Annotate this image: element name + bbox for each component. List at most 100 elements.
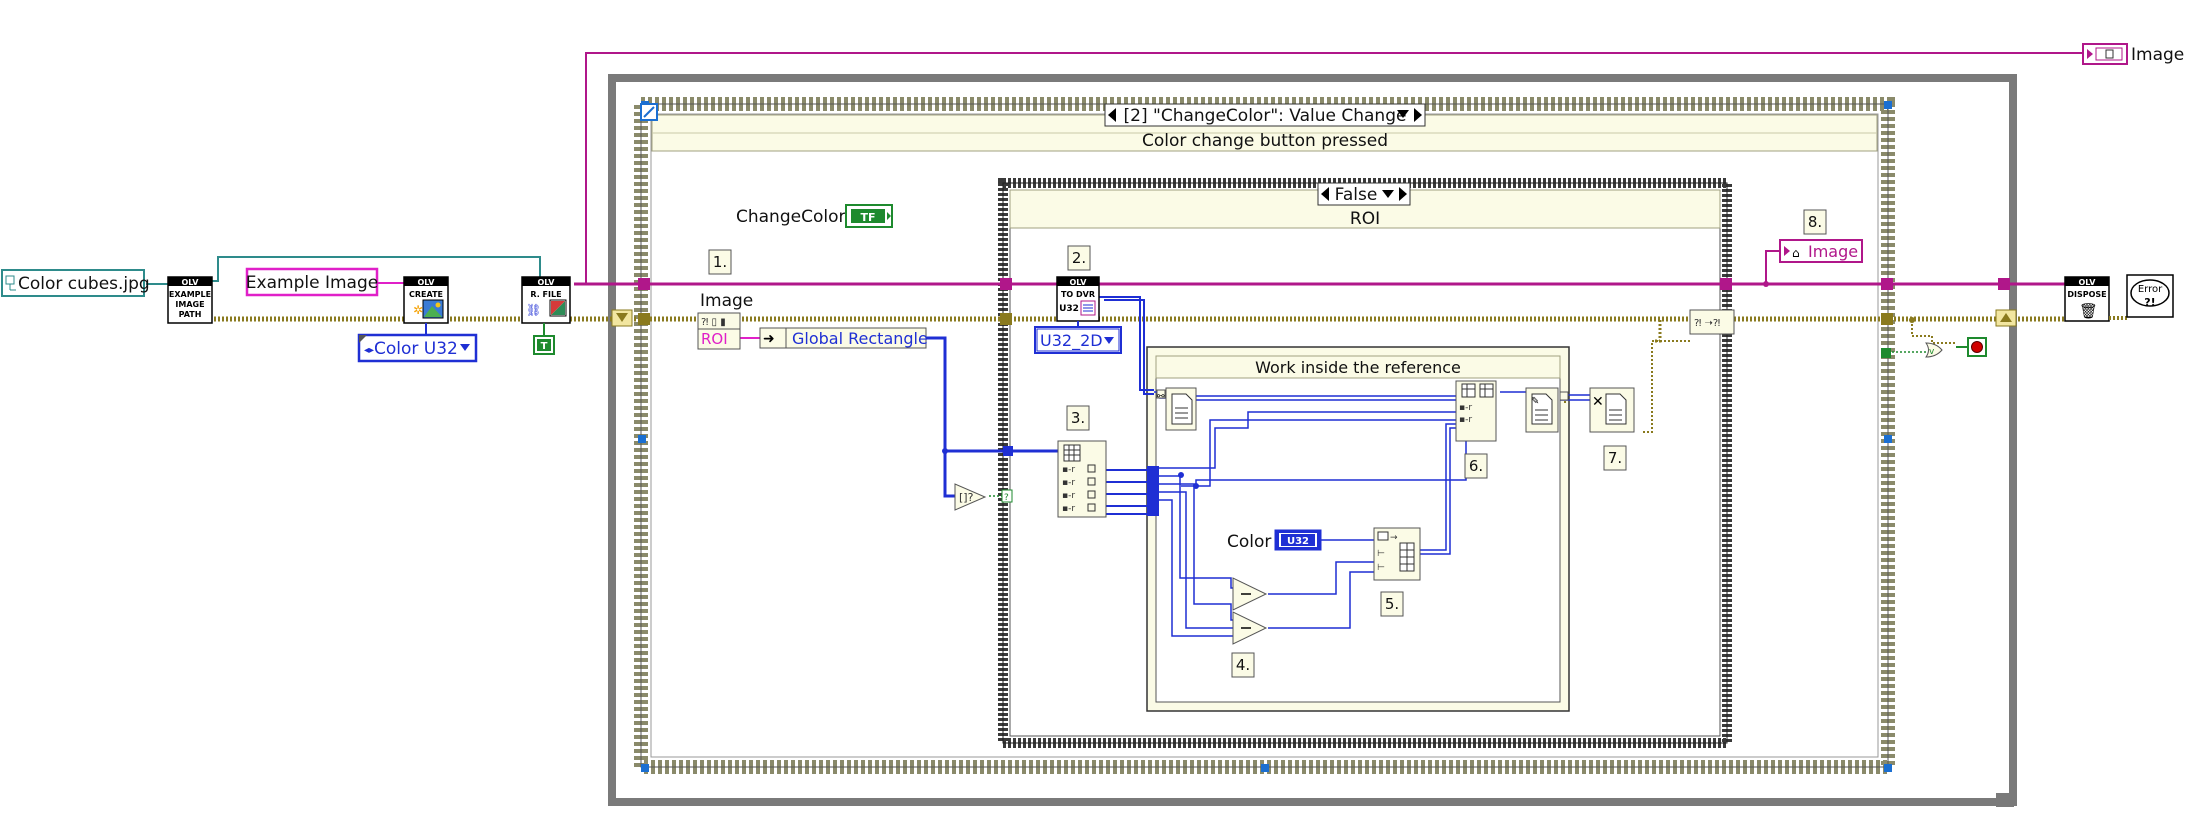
merge-errors-node[interactable]: ⁈ ➝⁈: [1689, 309, 1735, 335]
unbundle-rows: [1087, 464, 1096, 512]
event-next-arrow[interactable]: [1414, 108, 1422, 122]
color-terminal[interactable]: Color U32: [1227, 529, 1322, 552]
example-image-path-vi[interactable]: OLV EXAMPLE IMAGE PATH: [167, 276, 213, 324]
svg-text:⛓: ⛓: [526, 303, 541, 317]
dispose-vi[interactable]: OLV DISPOSE 🗑: [2064, 276, 2110, 322]
image-property-node[interactable]: Image ⁈ ▯ ▮ ROI: [697, 291, 753, 350]
svg-text:OLV: OLV: [538, 278, 556, 287]
in-place-element-structure[interactable]: Work inside the reference: [1146, 346, 1570, 712]
svg-text:U32: U32: [1059, 304, 1079, 314]
type-dropdown-icon: [1104, 337, 1114, 344]
event-timeout-icon[interactable]: [640, 103, 658, 121]
event-prev-arrow[interactable]: [1108, 108, 1116, 122]
error-handler-icon: ?!: [2144, 296, 2155, 309]
dvr-wire: [1098, 296, 1154, 395]
color-terminal-type: U32: [1287, 536, 1309, 547]
empty-check-node[interactable]: []? ?: [954, 483, 1013, 511]
error-wire-or: [1911, 320, 1956, 344]
event-subtitle: Color change button pressed: [1142, 131, 1388, 151]
svg-text:✲: ✲: [413, 303, 423, 317]
event-handle-bm[interactable]: [1261, 764, 1269, 772]
case-next-arrow[interactable]: [1399, 187, 1407, 201]
image-name-value: Example Image: [246, 273, 378, 293]
svg-text:OLV: OLV: [182, 278, 200, 287]
event-case-selector[interactable]: [1104, 103, 1426, 127]
step-label-4: 4.: [1231, 652, 1255, 678]
ipe-title: Work inside the reference: [1255, 358, 1461, 377]
event-handle-br[interactable]: [1884, 764, 1892, 772]
dvr-read-node[interactable]: ⚯: [1156, 387, 1197, 431]
local-home-icon: ⌂: [1792, 246, 1800, 260]
event-dropdown-icon[interactable]: [1397, 110, 1409, 118]
svg-text:6.: 6.: [1469, 457, 1483, 475]
svg-text:▪-r: ▪-r: [1459, 415, 1472, 425]
u32-2d-type-constant[interactable]: U32_2D: [1034, 326, 1122, 354]
merge-errors-icon: ⁈ ➝⁈: [1694, 318, 1720, 329]
dvr-write-node[interactable]: ✎: [1525, 387, 1569, 433]
image-local-variable[interactable]: ⌂ Image: [1779, 239, 1863, 263]
svg-text:▪-r: ▪-r: [1459, 403, 1472, 413]
initialize-array-node[interactable]: → ⊢ ⊢: [1373, 527, 1421, 581]
step-label-3: 3.: [1066, 405, 1090, 431]
svg-text:▪-r: ▪-r: [1062, 478, 1075, 488]
unbundle-arrow-icon: ➜: [763, 331, 775, 347]
event-handle-lm[interactable]: [638, 435, 646, 443]
image-indicator-terminal[interactable]: Image: [2082, 43, 2184, 65]
stop-terminal[interactable]: [1967, 337, 1987, 357]
color-type-enum[interactable]: ◂▸ Color U32: [357, 333, 478, 363]
svg-text:▪-r: ▪-r: [1062, 465, 1075, 475]
delete-dvr-node[interactable]: ✕: [1589, 387, 1635, 433]
image-indicator-label: Image: [2131, 45, 2184, 65]
subtract-node-2[interactable]: [1232, 611, 1268, 645]
changecolor-terminal[interactable]: ChangeColor TF: [736, 204, 893, 228]
unbundle-by-name-node[interactable]: ▪-r ▪-r ▪-r ▪-r: [1057, 440, 1107, 518]
event-handle-rm[interactable]: [1884, 435, 1892, 443]
svg-text:OLV: OLV: [418, 278, 436, 287]
or-node[interactable]: v: [1925, 342, 1943, 358]
svg-text:5.: 5.: [1385, 595, 1399, 613]
image-wire-local: [1765, 250, 1780, 284]
image-wire-top: [585, 52, 2083, 284]
svg-text:⊢: ⊢: [1377, 549, 1385, 559]
step-label-7: 7.: [1603, 445, 1627, 471]
read-file-vi[interactable]: OLV R. FILE ⛓: [521, 276, 571, 324]
indicator-arrow-icon: [2087, 49, 2093, 59]
simple-error-handler-vi[interactable]: Error ?!: [2126, 274, 2174, 318]
create-vi[interactable]: OLV CREATE ✲: [403, 276, 449, 324]
case-prev-arrow[interactable]: [1321, 187, 1329, 201]
unbundle-global-rectangle[interactable]: ➜ Global Rectangle: [759, 327, 928, 349]
svg-text:?: ?: [1004, 493, 1009, 503]
svg-text:PATH: PATH: [179, 310, 202, 319]
event-selector-label: [2] "ChangeColor": Value Change: [1124, 106, 1407, 126]
to-dvr-vi[interactable]: OLV TO DVR U32: [1056, 276, 1100, 322]
replace-array-subset-node[interactable]: ▪-r ▪-r: [1455, 380, 1497, 442]
enum-corner-icon: [359, 335, 367, 343]
case-dropdown-icon[interactable]: [1382, 190, 1394, 198]
step-label-8: 8.: [1803, 209, 1827, 235]
property-node-icon: ⁈ ▯ ▮: [701, 317, 726, 328]
path-constant[interactable]: Color cubes.jpg: [1, 269, 150, 297]
event-handle-bl[interactable]: [641, 764, 649, 772]
svg-text:OLV: OLV: [1070, 278, 1088, 287]
while-loop[interactable]: [608, 74, 2017, 807]
step-label-2: 2.: [1067, 245, 1091, 271]
svg-text:R. FILE: R. FILE: [530, 290, 561, 299]
step-label-1: 1.: [708, 249, 732, 275]
case-selector[interactable]: [1317, 182, 1411, 206]
svg-text:▪-r: ▪-r: [1062, 504, 1075, 514]
svg-text:CREATE: CREATE: [409, 290, 443, 299]
true-constant[interactable]: T: [533, 335, 555, 355]
case-subtitle: ROI: [1350, 209, 1380, 229]
svg-text:4.: 4.: [1236, 656, 1250, 674]
svg-text:✕: ✕: [1592, 394, 1604, 410]
cluster-wire: [925, 336, 1060, 498]
empty-check-icon: []?: [959, 491, 974, 504]
subtract-node-1[interactable]: [1232, 577, 1268, 611]
tunnels: [611, 278, 2017, 516]
svg-text:⚯: ⚯: [1157, 392, 1165, 402]
path-wire-top: [210, 256, 541, 282]
image-name-constant[interactable]: Example Image: [245, 267, 379, 297]
cluster-icon: [1063, 444, 1081, 462]
event-handle-tr[interactable]: [1884, 101, 1892, 109]
svg-text:2.: 2.: [1072, 249, 1086, 267]
